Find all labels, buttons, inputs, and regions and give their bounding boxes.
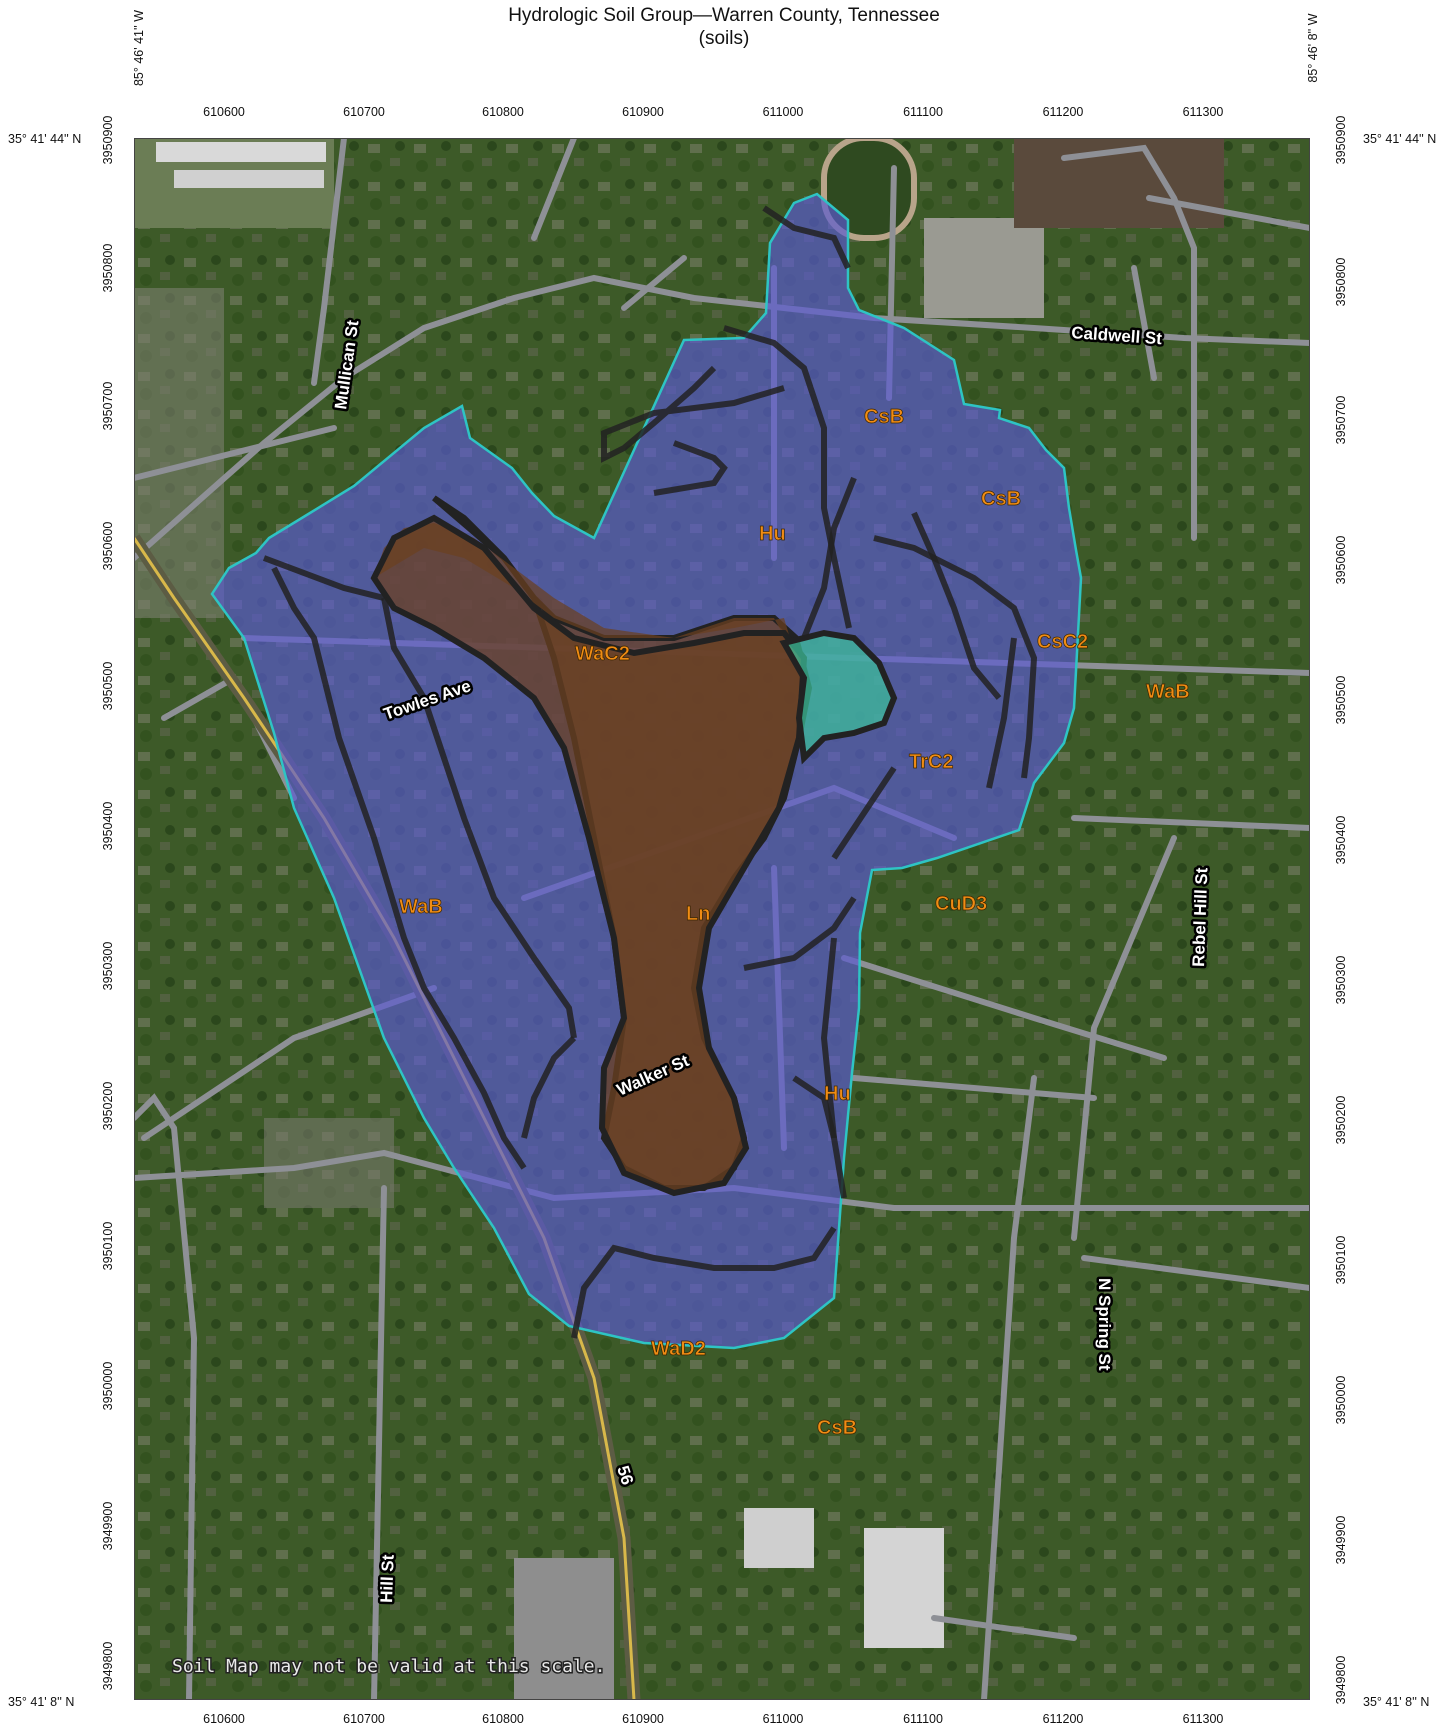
soil-label: Ln <box>686 903 710 925</box>
map-title-text: Hydrologic Soil Group—Warren County, Ten… <box>508 5 940 26</box>
easting-top: 610700 <box>343 105 385 119</box>
easting-bottom: 611100 <box>903 1712 943 1726</box>
ln-soil-polygon-main[interactable] <box>370 514 808 1197</box>
northing-right: 3950700 <box>1334 395 1348 445</box>
easting-bottom: 611200 <box>1042 1712 1084 1726</box>
map-title: Hydrologic Soil Group—Warren County, Ten… <box>0 4 1448 50</box>
northing-right: 3950400 <box>1334 815 1348 865</box>
northing-left: 3950100 <box>101 1221 115 1271</box>
soil-label: WaC2 <box>575 643 630 665</box>
easting-bottom: 610700 <box>343 1712 385 1726</box>
soil-label: Hu <box>759 523 786 545</box>
northing-right: 3950900 <box>1334 115 1348 165</box>
easting-top: 611100 <box>903 105 943 119</box>
easting-top: 610800 <box>482 105 524 119</box>
northing-left: 3950700 <box>101 381 115 431</box>
trc2-soil-polygon[interactable] <box>779 629 898 765</box>
soil-polygons[interactable] <box>210 192 1083 1350</box>
easting-top: 611200 <box>1042 105 1084 119</box>
soil-label: CuD3 <box>935 893 987 915</box>
northing-left: 3949800 <box>101 1641 115 1691</box>
easting-bottom: 610600 <box>203 1712 245 1726</box>
scale-warning: Soil Map may not be valid at this scale. <box>172 1656 605 1677</box>
easting-top: 610600 <box>203 105 245 119</box>
soil-label: CsB <box>981 488 1021 510</box>
lon-label-left: 85° 46' 41'' W <box>132 9 146 87</box>
easting-bottom: 610900 <box>622 1712 664 1726</box>
road-label: Rebel Hill St <box>1189 867 1211 967</box>
soil-label: WaB <box>1146 681 1190 703</box>
lat-top-left: 35° 41' 44'' N <box>8 132 82 146</box>
easting-bottom: 610800 <box>482 1712 524 1726</box>
northing-left: 3950000 <box>101 1361 115 1411</box>
soil-boundaries <box>262 205 1038 1339</box>
soil-label: Hu <box>824 1083 851 1105</box>
northing-right: 3950600 <box>1334 535 1348 585</box>
easting-top: 610900 <box>622 105 664 119</box>
northing-left: 3950400 <box>101 801 115 851</box>
northing-right: 3950500 <box>1334 675 1348 725</box>
northing-right: 3949900 <box>1334 1515 1348 1565</box>
lat-top-right: 35° 41' 44'' N <box>1363 132 1437 146</box>
northing-right: 3950800 <box>1334 257 1348 307</box>
northing-left: 3950300 <box>101 941 115 991</box>
soil-label: CsB <box>864 406 904 428</box>
soil-label: CsB <box>817 1417 857 1439</box>
northing-right: 3949800 <box>1334 1655 1348 1705</box>
easting-bottom: 611300 <box>1182 1712 1224 1726</box>
soil-labels: CsB CsB Hu CsC2 WaC2 WaB TrC2 Ln CuD3 Wa… <box>399 406 1190 1440</box>
northing-left: 3950200 <box>101 1081 115 1131</box>
northing-left: 3950900 <box>101 115 115 165</box>
northing-left: 3950500 <box>101 661 115 711</box>
soil-label: CsC2 <box>1037 631 1088 653</box>
soil-label: WaB <box>399 896 443 918</box>
lat-bottom-left: 35° 41' 8'' N <box>8 1695 75 1709</box>
northing-right: 3950200 <box>1334 1095 1348 1145</box>
soil-label: TrC2 <box>909 751 953 773</box>
northing-right: 3950100 <box>1334 1235 1348 1285</box>
northing-right: 3950300 <box>1334 955 1348 1005</box>
road-label: N Spring St <box>1095 1278 1114 1371</box>
northing-right: 3950000 <box>1334 1375 1348 1425</box>
easting-top: 611300 <box>1182 105 1224 119</box>
lat-bottom-right: 35° 41' 8'' N <box>1363 1695 1430 1709</box>
map-frame <box>134 138 1310 1700</box>
easting-top: 611000 <box>762 105 804 119</box>
northing-left: 3949900 <box>101 1501 115 1551</box>
map-subtitle: (soils) <box>698 28 750 49</box>
lon-label-right: 85° 46' 8'' W <box>1306 13 1320 83</box>
easting-bottom: 611000 <box>762 1712 804 1726</box>
soil-map[interactable]: CsB CsB Hu CsC2 WaC2 WaB TrC2 Ln CuD3 Wa… <box>134 138 1310 1700</box>
soil-label: WaD2 <box>651 1338 706 1360</box>
northing-left: 3950600 <box>101 521 115 571</box>
northing-left: 3950800 <box>101 243 115 293</box>
road-label: Hill St <box>377 1554 398 1603</box>
